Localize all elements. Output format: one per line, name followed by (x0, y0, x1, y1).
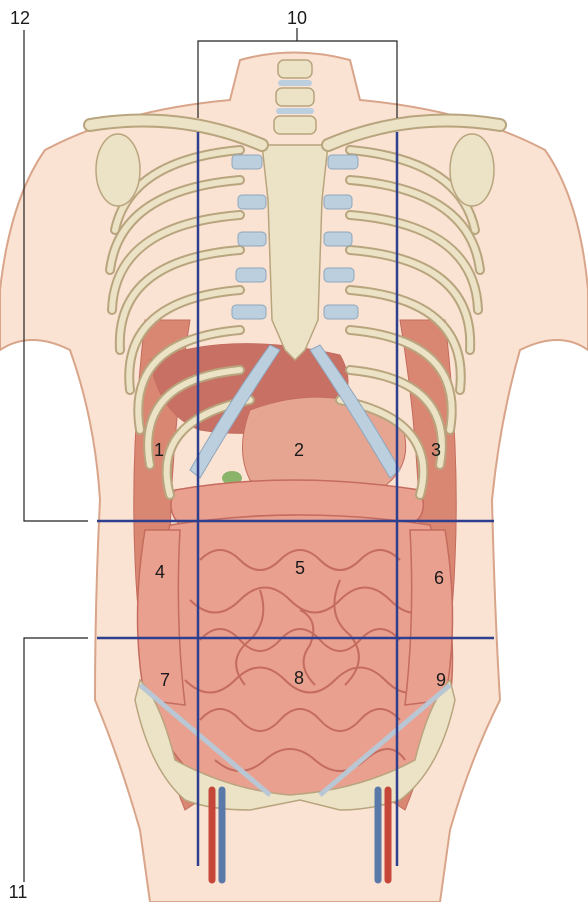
region-label-6: 6 (434, 568, 444, 588)
right-shoulder-joint (450, 134, 494, 206)
region-label-8: 8 (294, 668, 304, 688)
torso-illustration (0, 53, 588, 902)
region-label-7: 7 (160, 670, 170, 690)
region-label-4: 4 (155, 562, 165, 582)
region-label-2: 2 (294, 440, 304, 460)
bracket-label-11: 11 (9, 882, 28, 902)
region-label-9: 9 (436, 670, 446, 690)
region-label-3: 3 (431, 440, 441, 460)
cervical-vertebrae (274, 60, 316, 134)
region-label-5: 5 (295, 558, 305, 578)
bracket-label-10: 10 (287, 8, 307, 28)
region-label-1: 1 (154, 440, 164, 460)
left-shoulder-joint (96, 134, 140, 206)
bracket-11 (24, 638, 88, 882)
bracket-label-12: 12 (10, 8, 30, 28)
